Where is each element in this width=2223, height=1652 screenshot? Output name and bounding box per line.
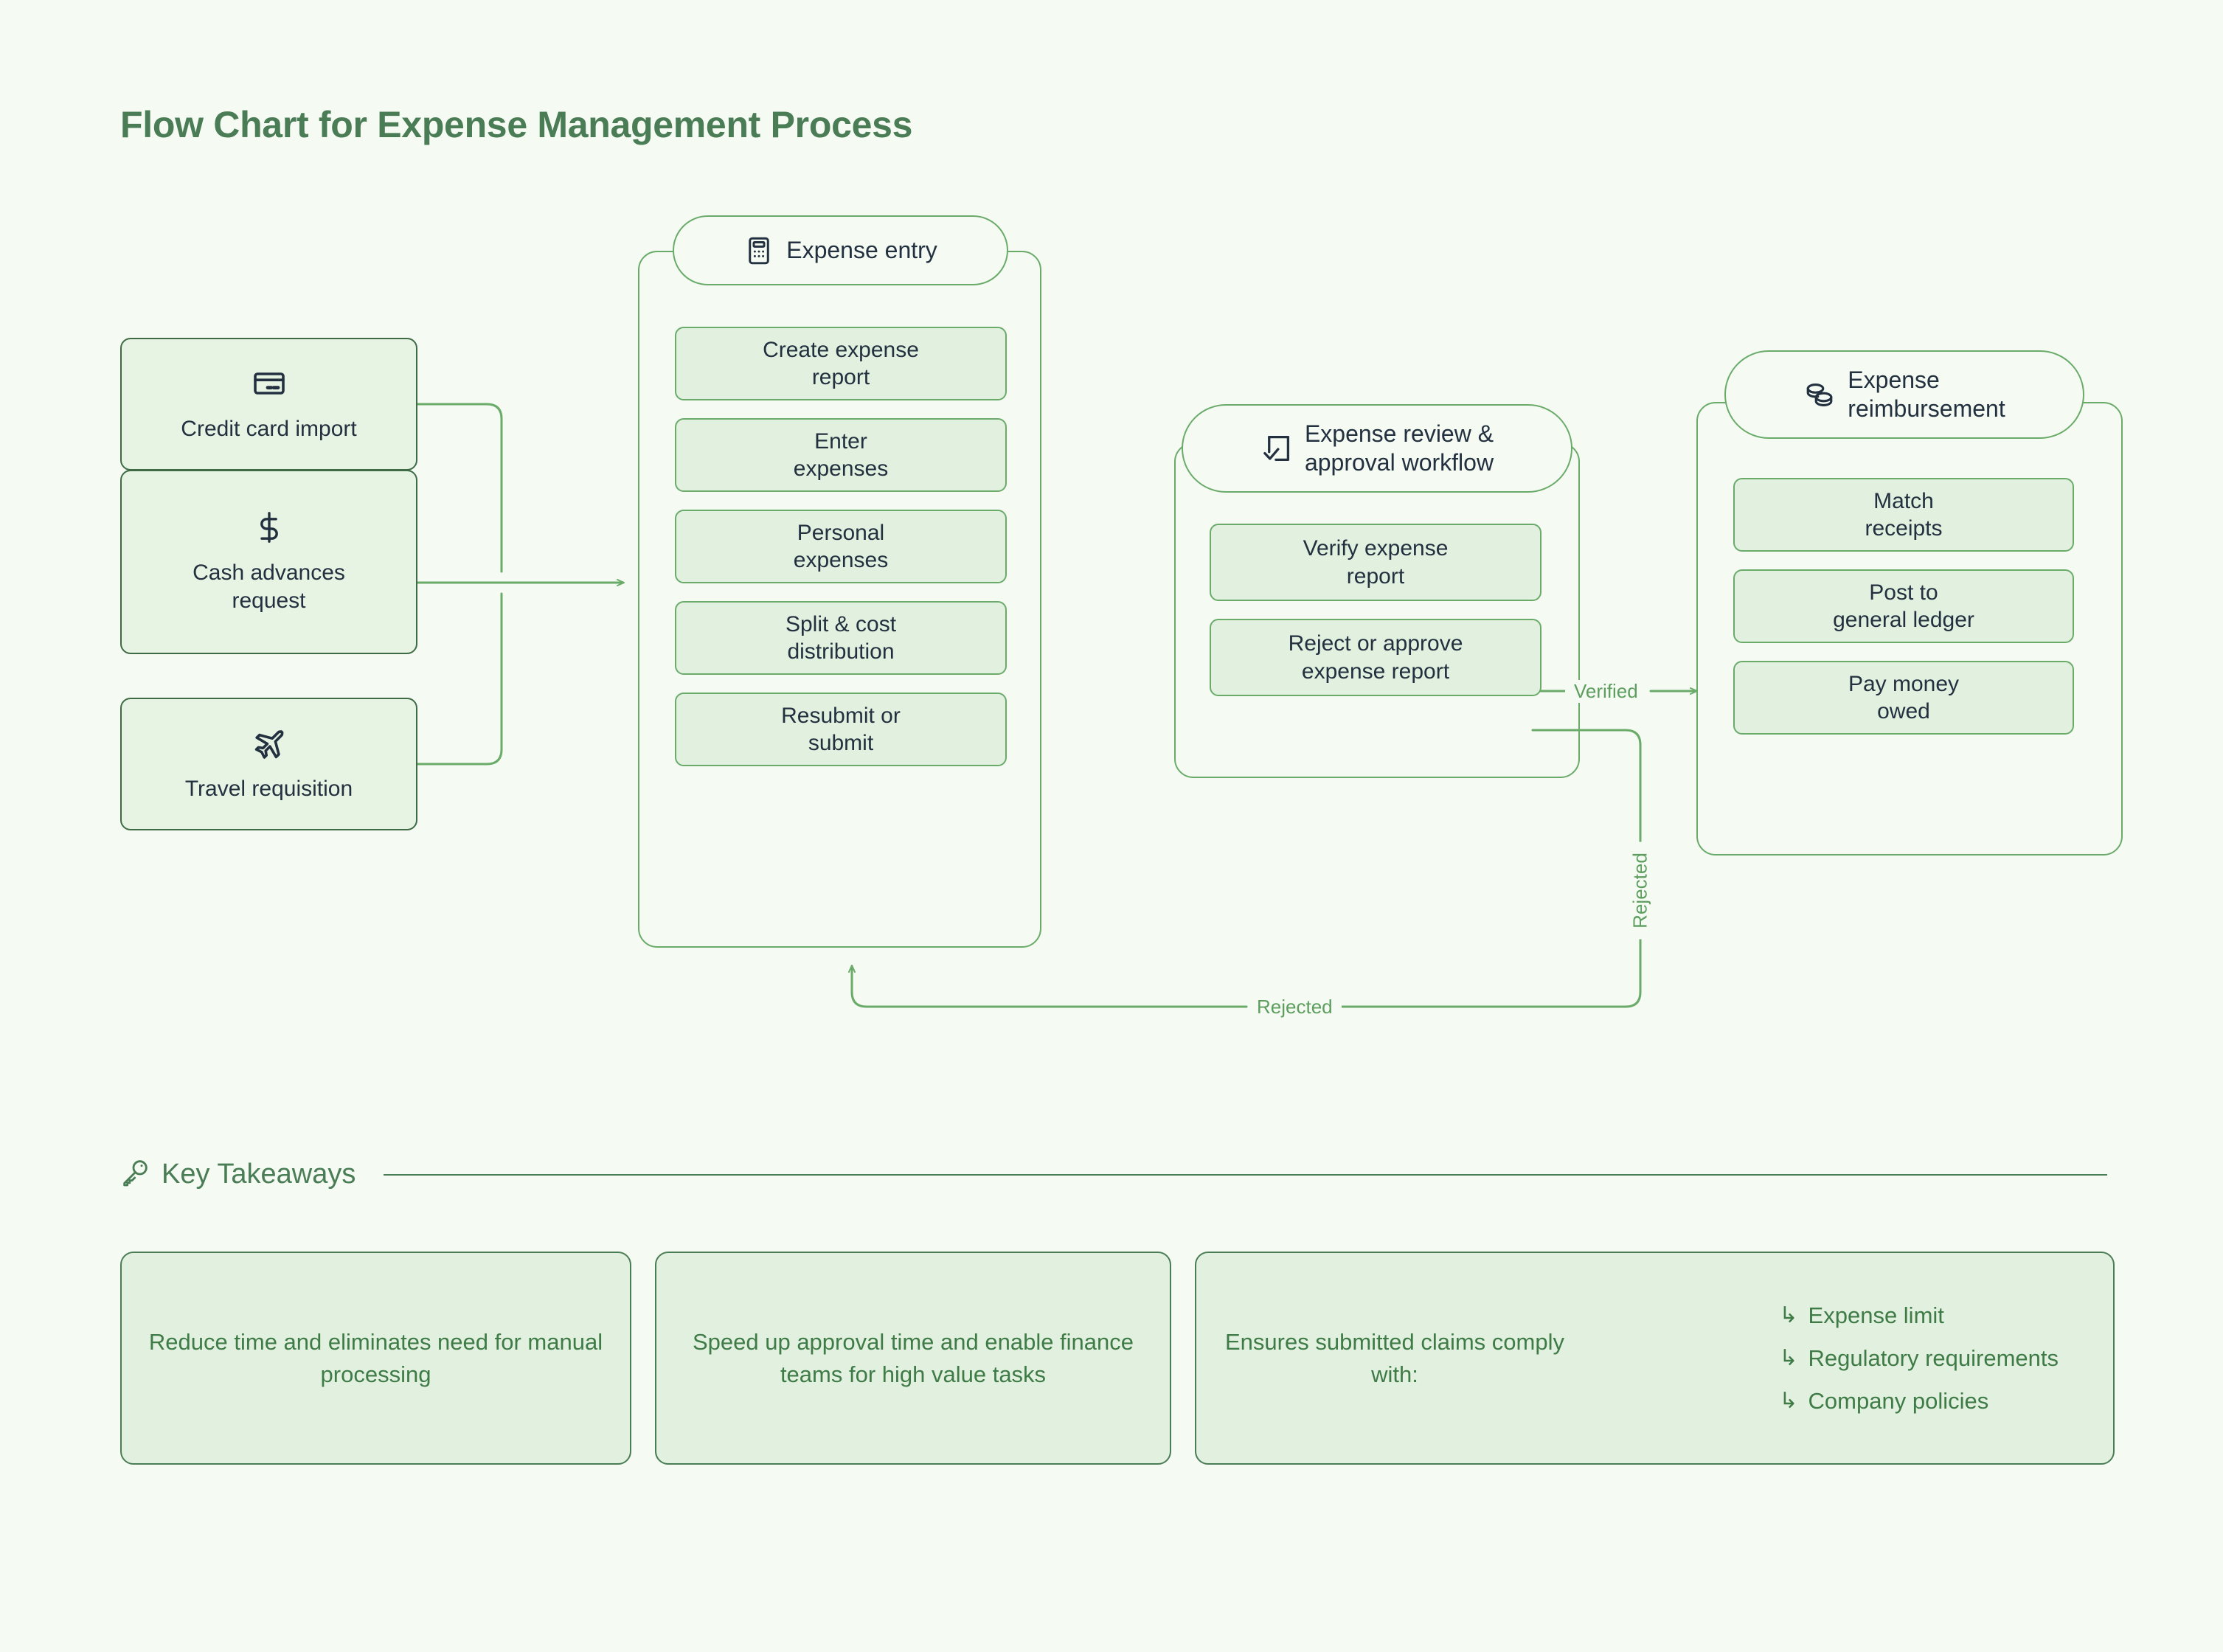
step-resubmit-or-submit[interactable]: Resubmit or submit [675, 693, 1007, 766]
key-takeaways-cards: Reduce time and eliminates need for manu… [120, 1252, 2115, 1465]
step-post-to-general-ledger[interactable]: Post to general ledger [1733, 569, 2074, 643]
group-header-label: Expense entry [786, 236, 937, 263]
step-create-expense-report[interactable]: Create expense report [675, 327, 1007, 400]
takeaway-card-3[interactable]: Ensures submitted claims comply with: ↳ … [1195, 1252, 2115, 1465]
source-credit-card-import[interactable]: Credit card import [120, 338, 417, 471]
list-item-label: Company policies [1808, 1387, 1989, 1414]
list-item: ↳ Company policies [1779, 1388, 1988, 1415]
takeaway-text: Ensures submitted claims comply with: [1225, 1329, 1564, 1387]
arrow-turn-down-right-icon: ↳ [1779, 1388, 1798, 1413]
takeaway-text: Speed up approval time and enable financ… [692, 1329, 1134, 1387]
step-reject-or-approve-expense-report[interactable]: Reject or approve expense report [1210, 619, 1541, 696]
coins-icon [1803, 378, 1836, 411]
step-enter-expenses[interactable]: Enter expenses [675, 418, 1007, 492]
takeaway-card-2[interactable]: Speed up approval time and enable financ… [655, 1252, 1171, 1465]
key-takeaways-header: Key Takeaways [120, 1158, 2107, 1191]
step-split-cost-distribution[interactable]: Split & cost distribution [675, 601, 1007, 675]
check-square-icon [1260, 432, 1293, 465]
group-header-expense-review[interactable]: Expense review & approval workflow [1182, 404, 1572, 493]
group-header-label: Expense review & approval workflow [1304, 420, 1494, 476]
step-match-receipts[interactable]: Match receipts [1733, 478, 2074, 552]
takeaway-text: Reduce time and eliminates need for manu… [148, 1329, 603, 1387]
edge-label-rejected-loop: Rejected [1248, 996, 1342, 1018]
group-header-expense-entry[interactable]: Expense entry [673, 215, 1008, 285]
arrow-turn-down-right-icon: ↳ [1779, 1345, 1798, 1370]
page-title: Flow Chart for Expense Management Proces… [120, 104, 913, 145]
key-icon [120, 1158, 150, 1191]
edge-label-verified: Verified [1565, 680, 1647, 703]
group-header-expense-reimbursement[interactable]: Expense reimbursement [1724, 350, 2084, 439]
source-cash-advances-request[interactable]: Cash advances request [120, 470, 417, 654]
source-travel-requisition[interactable]: Travel requisition [120, 698, 417, 830]
list-item-label: Regulatory requirements [1808, 1344, 2059, 1371]
edge-label-rejected-vertical: Rejected [1629, 841, 1652, 940]
airplane-icon [252, 726, 287, 765]
header-divider [384, 1173, 2107, 1176]
calculator-icon [743, 235, 774, 266]
panel-body-expense-reimbursement: Match receipts Post to general ledger Pa… [1733, 478, 2074, 735]
group-header-label: Expense reimbursement [1848, 366, 2005, 422]
list-item: ↳ Expense limit [1779, 1302, 1944, 1329]
step-personal-expenses[interactable]: Personal expenses [675, 510, 1007, 583]
source-label: Travel requisition [184, 776, 353, 801]
takeaway-bullet-list: ↳ Expense limit ↳ Regulatory requirement… [1779, 1302, 2088, 1415]
arrow-turn-down-right-icon: ↳ [1779, 1302, 1798, 1328]
source-label: Cash advances request [193, 560, 345, 613]
key-takeaways-title: Key Takeaways [162, 1159, 356, 1190]
takeaway-card-1[interactable]: Reduce time and eliminates need for manu… [120, 1252, 631, 1465]
credit-card-icon [252, 366, 287, 405]
step-verify-expense-report[interactable]: Verify expense report [1210, 524, 1541, 601]
list-item: ↳ Regulatory requirements [1779, 1345, 2059, 1372]
panel-body-expense-review: Verify expense report Reject or approve … [1210, 524, 1541, 696]
dollar-sign-icon [252, 510, 287, 549]
panel-body-expense-entry: Create expense report Enter expenses Per… [675, 327, 1007, 766]
list-item-label: Expense limit [1808, 1302, 1944, 1328]
step-pay-money-owed[interactable]: Pay money owed [1733, 661, 2074, 735]
source-label: Credit card import [181, 416, 357, 441]
